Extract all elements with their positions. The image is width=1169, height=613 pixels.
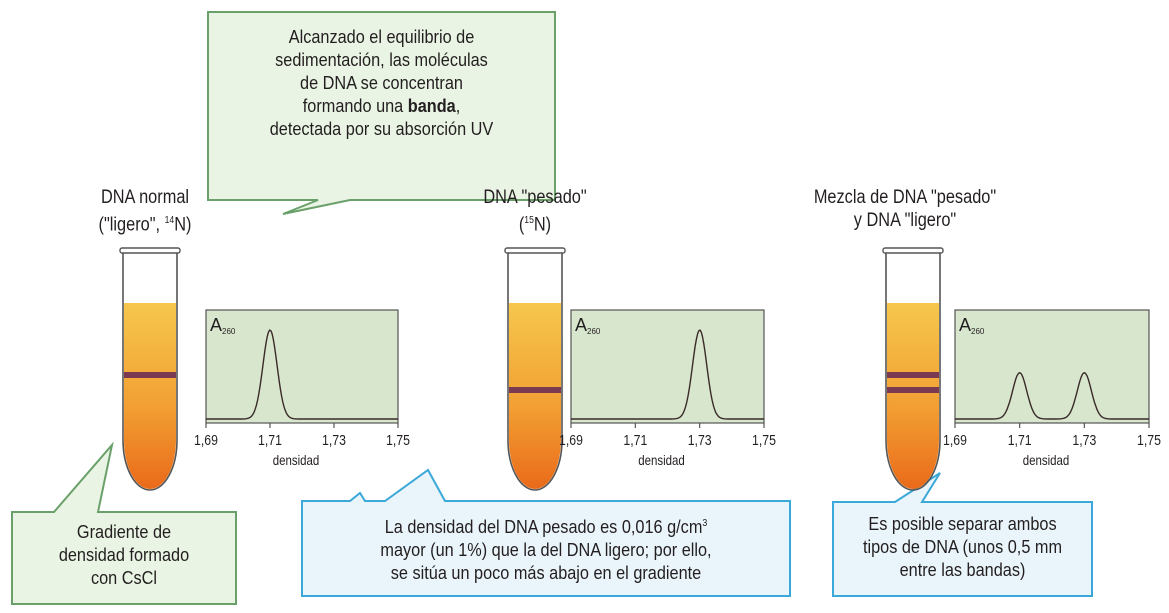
gradient-liquid (887, 303, 939, 489)
dna-band (509, 387, 561, 393)
top-callout-line: Alcanzado el equilibrio de (288, 26, 475, 47)
x-tick-label: 1,69 (559, 432, 583, 448)
top-callout-text: Alcanzado el equilibrio de sedimentación… (229, 25, 534, 140)
y-axis-label: A (210, 315, 222, 335)
x-tick-label: 1,75 (752, 432, 776, 448)
y-axis-label-subscript: 260 (587, 327, 601, 336)
x-tick-label: 1,73 (322, 432, 346, 448)
tube-title-normal: DNA normal ("ligero", 14N) (98, 187, 192, 236)
top-callout-line: sedimentación, las moléculas (275, 49, 488, 70)
centrifuge-tube (119, 247, 181, 491)
heavy-dna-callout-bubble (301, 468, 791, 597)
tube-rim (504, 247, 566, 254)
band-keyword: banda (407, 95, 456, 116)
gradient-callout-text: Gradiente de densidad formado con CsCl (58, 521, 190, 588)
top-callout-bubble (207, 11, 556, 215)
top-callout-line: detectada por su absorción UV (269, 118, 494, 139)
tube-title-heavy: DNA "pesado" (15N) (483, 187, 587, 236)
tube-glass (122, 252, 178, 491)
absorbance-curve (571, 329, 764, 420)
gradient-liquid (509, 303, 561, 489)
x-axis-label: densidad (273, 452, 320, 468)
x-tick-label: 1,73 (1072, 432, 1096, 448)
gradient-callout-bubble (11, 441, 237, 605)
x-axis-label: densidad (638, 452, 685, 468)
tube-glass (507, 252, 563, 491)
dna-band (887, 387, 939, 393)
x-tick-label: 1,75 (386, 432, 410, 448)
mixture-callout-text: Es posible separar ambos tipos de DNA (u… (862, 513, 1063, 580)
tube-rim (882, 247, 944, 254)
top-callout-line: de DNA se concentran (300, 72, 463, 93)
y-axis-label: A (575, 315, 587, 335)
x-tick-label: 1,73 (688, 432, 712, 448)
absorbance-curve (206, 329, 398, 420)
tube-title-mixture: Mezcla de DNA "pesado" y DNA "ligero" (813, 187, 997, 231)
heavy-dna-callout-text: La densidad del DNA pesado es 0,016 g/cm… (380, 516, 712, 584)
centrifuge-tube (504, 247, 566, 491)
centrifuge-tube (882, 247, 944, 491)
tube-rim (119, 247, 181, 254)
y-axis-label-subscript: 260 (222, 327, 236, 336)
x-tick-label: 1,71 (1008, 432, 1032, 448)
x-tick-label: 1,71 (623, 432, 647, 448)
top-callout-line: formando una banda, (302, 95, 461, 116)
absorbance-curve (955, 372, 1149, 420)
y-axis-label-subscript: 260 (971, 327, 985, 336)
dna-band (124, 372, 176, 378)
x-axis-label: densidad (1023, 452, 1070, 468)
x-tick-label: 1,69 (943, 432, 967, 448)
chart-plot-area (954, 309, 1150, 424)
mixture-callout-bubble (832, 472, 1093, 597)
x-tick-label: 1,69 (194, 432, 218, 448)
gradient-liquid (124, 303, 176, 489)
y-axis-label: A (959, 315, 971, 335)
chart-plot-area (205, 309, 399, 424)
x-tick-label: 1,71 (258, 432, 282, 448)
tube-glass (885, 252, 941, 491)
chart-plot-area (570, 309, 765, 424)
dna-band (887, 372, 939, 378)
x-tick-label: 1,75 (1137, 432, 1161, 448)
